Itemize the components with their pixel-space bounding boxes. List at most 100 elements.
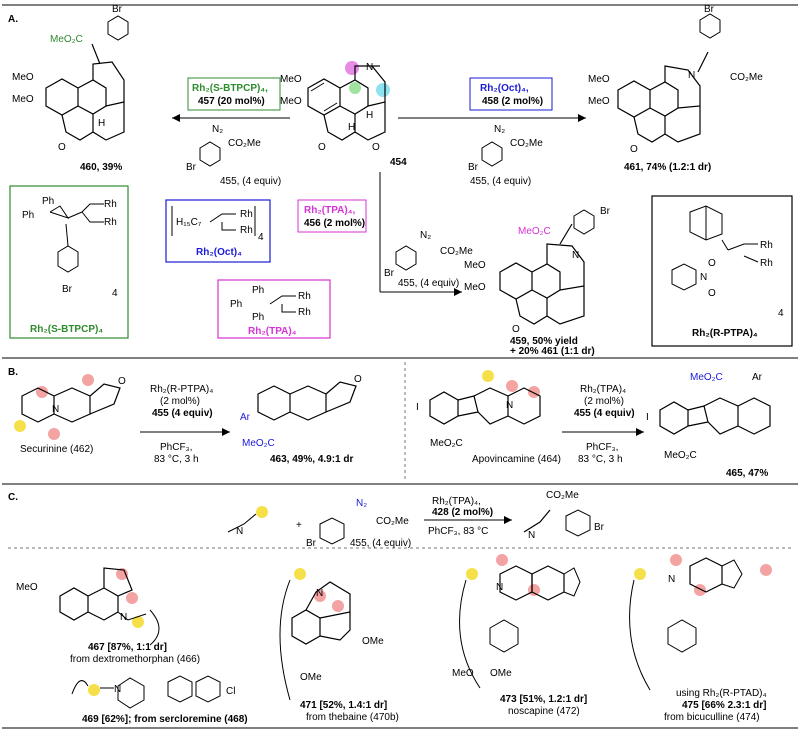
ex-475-c: from bicuculline (474) <box>664 712 760 723</box>
section-label-a: A. <box>8 14 18 25</box>
c-cond: PhCF₃, 83 °C <box>428 526 488 537</box>
atom-n: N <box>366 62 373 73</box>
n-product: N <box>528 530 535 541</box>
meo-473: MeO <box>452 668 474 679</box>
cat-457-name: Rh₂(S-BTPCP)₄, <box>192 83 268 94</box>
ar-465: Ar <box>752 372 763 383</box>
meo-label-2: MeO <box>280 96 302 107</box>
n-469: N <box>114 684 121 695</box>
i-464: I <box>416 402 419 413</box>
cat-458-name: Rh₂(Oct)₄, <box>480 83 529 94</box>
ome-473: OMe <box>490 668 512 679</box>
rh-tpa-1: Rh <box>298 291 311 302</box>
highlight-green <box>349 82 361 94</box>
n-473: N <box>496 582 503 593</box>
product-459-b: + 20% 461 (1:1 dr) <box>510 346 595 357</box>
meo2c-460: MeO₂C <box>50 34 83 45</box>
rh-1: Rh <box>104 199 117 210</box>
molecule-464: I N MeO₂C Apovincamine (464) <box>416 370 561 465</box>
reagent-center: 455, (4 equiv) <box>398 278 459 289</box>
b-left-cond: 83 °C, 3 h <box>154 454 199 465</box>
reagent-left: 455, (4 equiv) <box>220 176 281 187</box>
rh-2: Rh <box>104 217 117 228</box>
co2me-461: CO₂Me <box>730 72 763 83</box>
meo2c-464: MeO₂C <box>430 438 463 449</box>
ptpa-structure: Rh Rh N O O 4 Rh₂(R-PTPA)₄ <box>671 205 784 339</box>
n-459: N <box>572 250 579 261</box>
ex-473-b: noscapine (472) <box>508 706 580 717</box>
cat-458-loading: 458 (2 mol%) <box>482 96 543 107</box>
c-cat: Rh₂(TPA)₄, <box>432 496 481 507</box>
n2-455: N₂ <box>356 498 367 509</box>
box-ptpa-structure <box>651 195 793 347</box>
sub-4-btpcp: 4 <box>112 288 118 299</box>
i-465: I <box>646 412 649 423</box>
molecule-463: O Ar MeO₂C 463, 49%, 4.9:1 dr <box>240 374 362 465</box>
meo2c-459: MeO₂C <box>518 226 551 237</box>
br-product: Br <box>594 522 605 533</box>
meo-459-b: MeO <box>464 282 486 293</box>
example-473: N MeO OMe 473 [51%, 1.2:1 dr] noscapine … <box>452 554 587 717</box>
meo-461-b: MeO <box>588 96 610 107</box>
box-cat-456 <box>297 199 367 233</box>
br-459: Br <box>600 206 611 217</box>
sm-label-454: 454 <box>390 157 407 168</box>
product-461: 461, 74% (1.2:1 dr) <box>624 162 711 173</box>
ph-2: Ph <box>22 210 34 221</box>
rh-ptpa-1: Rh <box>760 240 773 251</box>
co2me-left: CO₂Me <box>228 138 261 149</box>
meo-461-a: MeO <box>588 74 610 85</box>
btpcp-structure: Ph Ph Rh Rh Br 4 Rh₂(S-BTPCP)₄ <box>22 196 118 335</box>
meo2c-465-b: MeO₂C <box>664 450 697 461</box>
atom-h: H <box>348 122 355 133</box>
rh-oct-2: Rh <box>240 225 253 236</box>
b-right-cat: Rh₂(TPA)₄ <box>580 384 626 395</box>
product-465: 465, 47% <box>726 468 768 479</box>
plus-sign: + <box>296 520 302 531</box>
br-label-left: Br <box>186 162 197 173</box>
br-label-right: Br <box>468 162 479 173</box>
meo-460-b: MeO <box>12 94 34 105</box>
highlight-magenta <box>345 61 359 75</box>
label-ptpa: Rh₂(R-PTPA)₄ <box>692 328 758 339</box>
ex-467-b: from dextromethorphan (466) <box>70 654 200 665</box>
o-459: O <box>512 324 520 335</box>
tpa-structure: Ph Ph Ph Rh Rh Rh₂(TPA)₄ <box>230 285 311 337</box>
oct-structure: H₁₅C₇ Rh Rh 4 Rh₂(Oct)₄ <box>171 206 264 258</box>
arrowhead-down <box>454 288 462 296</box>
sm-462: Securinine (462) <box>20 444 93 455</box>
co2me-center: CO₂Me <box>440 246 473 257</box>
ex-475-b: 475 [66% 2.3:1 dr] <box>682 700 767 711</box>
o-461: O <box>630 144 638 155</box>
oct-chain: H₁₅C₇ <box>176 217 202 228</box>
o-463: O <box>354 374 362 385</box>
section-label-c: C. <box>8 492 18 503</box>
label-btpcp: Rh₂(S-BTPCP)₄ <box>30 324 103 335</box>
meo-label: MeO <box>280 74 302 85</box>
n-generic: N <box>236 526 243 537</box>
meo-459-a: MeO <box>464 260 486 271</box>
atom-o: O <box>318 142 326 153</box>
cat-457-loading: 457 (20 mol%) <box>198 96 265 107</box>
br-btpcp: Br <box>62 284 73 295</box>
label-tpa: Rh₂(TPA)₄ <box>248 326 297 337</box>
h-460: H <box>98 118 105 129</box>
n2-label-right: N₂ <box>494 124 505 135</box>
box-cat-458 <box>469 77 553 111</box>
example-471: N OMe OMe 471 [52%, 1.4:1 dr] from theba… <box>279 568 399 723</box>
b-right-cat-loading: (2 mol%) <box>584 396 624 407</box>
cat-456-name: Rh₂(TPA)₄, <box>304 205 355 216</box>
reagent-455-label: 455, (4 equiv) <box>350 538 411 549</box>
arrowhead-b-right <box>636 428 644 436</box>
b-left-reagent: 455 (4 equiv) <box>152 408 213 419</box>
n-475: N <box>668 574 675 585</box>
co2me-right: CO₂Me <box>510 138 543 149</box>
product-459-a: 459, 50% yield <box>510 336 578 347</box>
ex-475-a: using Rh₂(R-PTAD)₄ <box>676 688 767 699</box>
n-462: N <box>52 404 59 415</box>
co2me-product: CO₂Me <box>546 490 579 501</box>
ex-471-b: from thebaine (470b) <box>306 712 399 723</box>
br-label-center: Br <box>384 268 395 279</box>
o-ptpa-2: O <box>708 288 716 299</box>
